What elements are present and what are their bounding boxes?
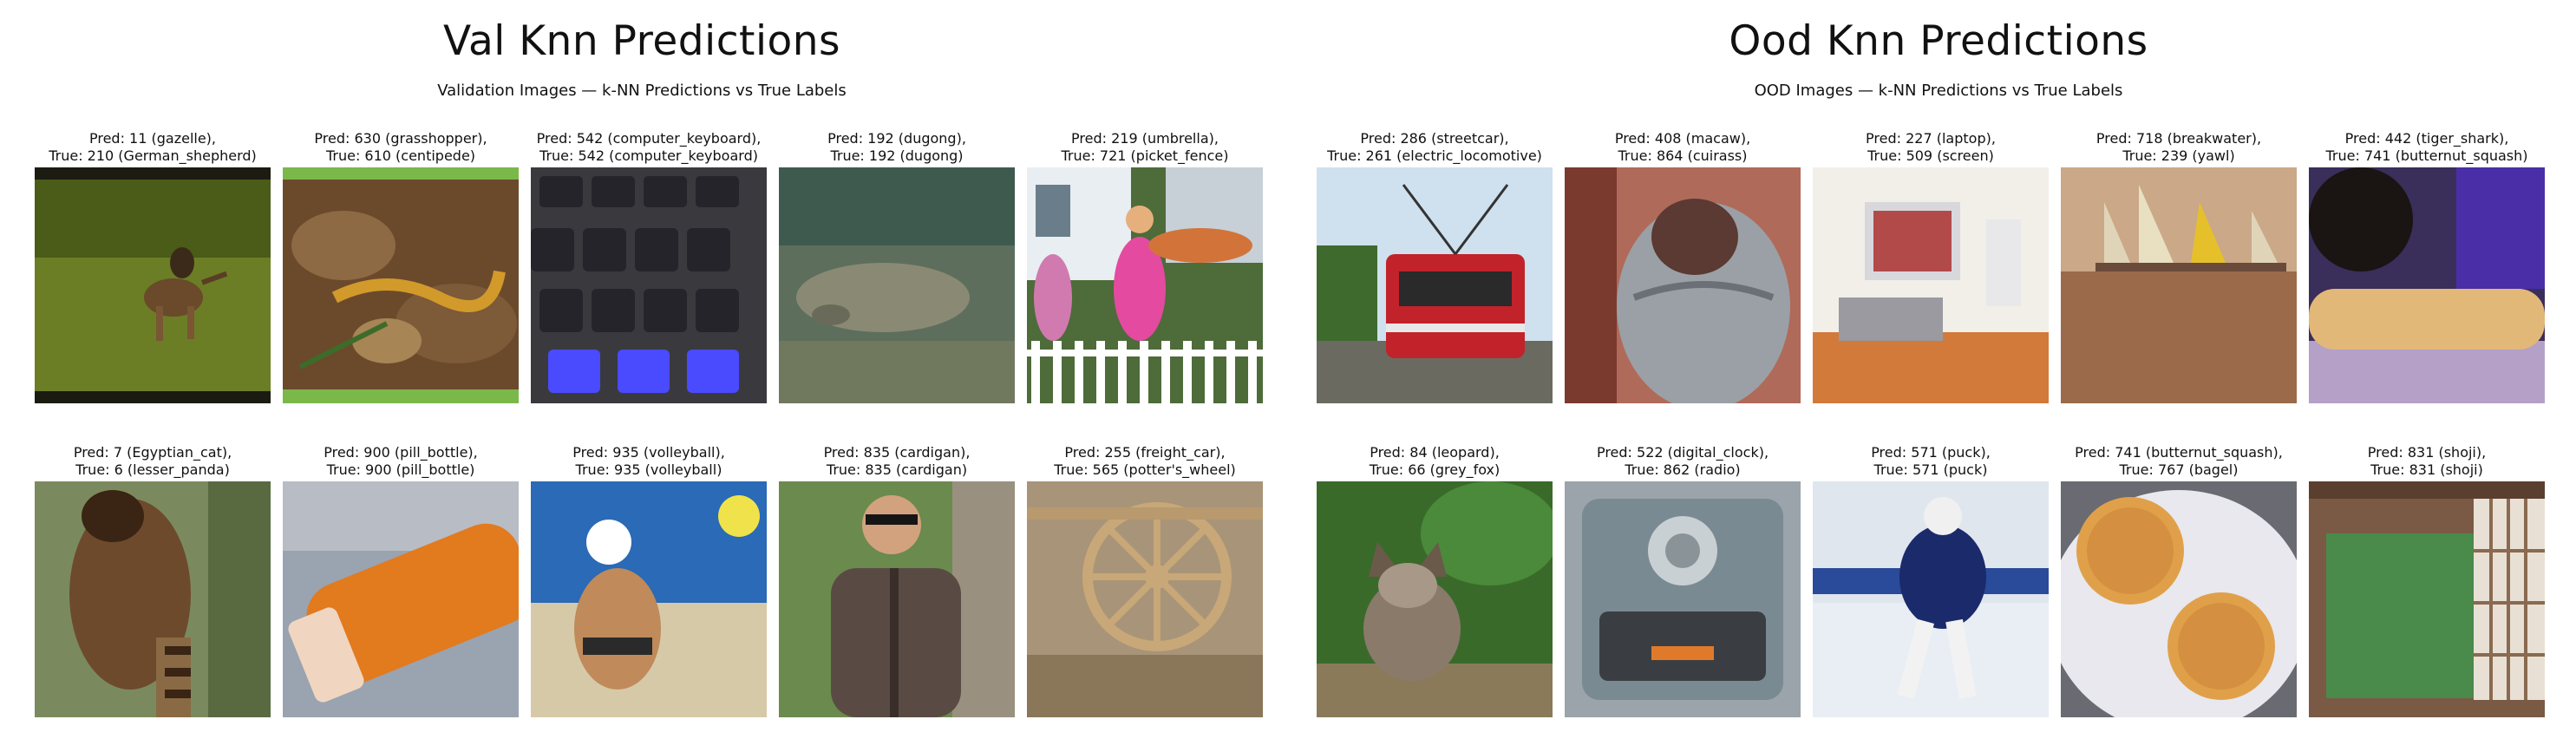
val-grid: Pred: 11 (gazelle), True: 210 (German_sh… [0,0,1284,752]
pred-label: Pred: 571 (puck), [1871,444,1991,461]
true-label: True: 192 (dugong) [830,147,964,164]
true-label: True: 610 (centipede) [325,147,476,164]
pred-label: Pred: 227 (laptop), [1866,130,1996,147]
val-title: Val Knn Predictions [442,17,841,65]
true-label: True: 831 (shoji) [2370,461,2483,478]
pred-label: Pred: 831 (shoji), [2367,444,2487,461]
sailboats-harbor-image [2061,167,2297,403]
pred-label: Pred: 718 (breakwater), [2095,130,2262,147]
german-shepherd-running-image [35,167,271,403]
pred-label: Pred: 935 (volleyball), [572,444,725,461]
wooden-wheel-image [1027,481,1263,717]
woman-cardigan-image [779,481,1015,717]
true-label: True: 565 (potter's_wheel) [1054,461,1236,478]
car-radio-image [1565,481,1801,717]
pred-label: Pred: 192 (dugong), [827,130,966,147]
true-label: True: 900 (pill_bottle) [326,461,475,478]
pred-label: Pred: 11 (gazelle), [88,130,217,147]
true-label: True: 66 (grey_fox) [1369,461,1500,478]
pred-label: Pred: 542 (computer_keyboard), [536,130,762,147]
pred-label: Pred: 255 (freight_car), [1064,444,1226,461]
true-label: True: 6 (lesser_panda) [75,461,230,478]
pred-label: Pred: 442 (tiger_shark), [2344,130,2509,147]
orange-pill-bottle-image [283,481,519,717]
true-label: True: 741 (butternut_squash) [2325,147,2528,164]
pred-label: Pred: 630 (grasshopper), [314,130,487,147]
lesser-panda-image [35,481,271,717]
pred-label: Pred: 741 (butternut_squash), [2075,444,2283,461]
val-panel: Val Knn Predictions Validation Images — … [0,0,1284,752]
ood-panel: Ood Knn Predictions OOD Images — k-NN Pr… [1301,0,2576,752]
true-label: True: 864 (cuirass) [1618,147,1748,164]
ood-subtitle: OOD Images — k-NN Predictions vs True La… [1754,82,2123,100]
computer-screen-desk-image [1813,167,2049,403]
red-tram-image [1317,167,1553,403]
butternut-squash-image [2309,167,2545,403]
picket-fence-people-image [1027,167,1263,403]
pred-label: Pred: 84 (leopard), [1370,444,1500,461]
pred-label: Pred: 286 (streetcar), [1360,130,1509,147]
ood-title: Ood Knn Predictions [1729,17,2148,65]
dugong-underwater-image [779,167,1015,403]
hockey-player-image [1813,481,2049,717]
keyboard-keys-image [531,167,767,403]
true-label: True: 210 (German_shepherd) [49,147,257,164]
centipede-on-leaves-image [283,167,519,403]
pred-label: Pred: 408 (macaw), [1614,130,1751,147]
pred-label: Pred: 7 (Egyptian_cat), [73,444,232,461]
true-label: True: 542 (computer_keyboard) [539,147,758,164]
pred-label: Pred: 522 (digital_clock), [1596,444,1769,461]
beach-volleyball-player-image [531,481,767,717]
grey-fox-image [1317,481,1553,717]
true-label: True: 721 (picket_fence) [1061,147,1229,164]
true-label: True: 835 (cardigan) [826,461,968,478]
pred-label: Pred: 219 (umbrella), [1071,130,1219,147]
bagels-plate-image [2061,481,2297,717]
true-label: True: 767 (bagel) [2119,461,2239,478]
true-label: True: 571 (puck) [1873,461,1988,478]
pred-label: Pred: 900 (pill_bottle), [324,444,478,461]
metal-cuirass-image [1565,167,1801,403]
true-label: True: 261 (electric_locomotive) [1327,147,1542,164]
true-label: True: 239 (yawl) [2122,147,2235,164]
true-label: True: 862 (radio) [1625,461,1741,478]
true-label: True: 935 (volleyball) [575,461,722,478]
val-subtitle: Validation Images — k-NN Predictions vs … [437,82,847,100]
pred-label: Pred: 835 (cardigan), [823,444,971,461]
ood-grid: Pred: 286 (streetcar), True: 261 (electr… [1301,0,2576,752]
true-label: True: 509 (screen) [1867,147,1994,164]
shoji-window-image [2309,481,2545,717]
